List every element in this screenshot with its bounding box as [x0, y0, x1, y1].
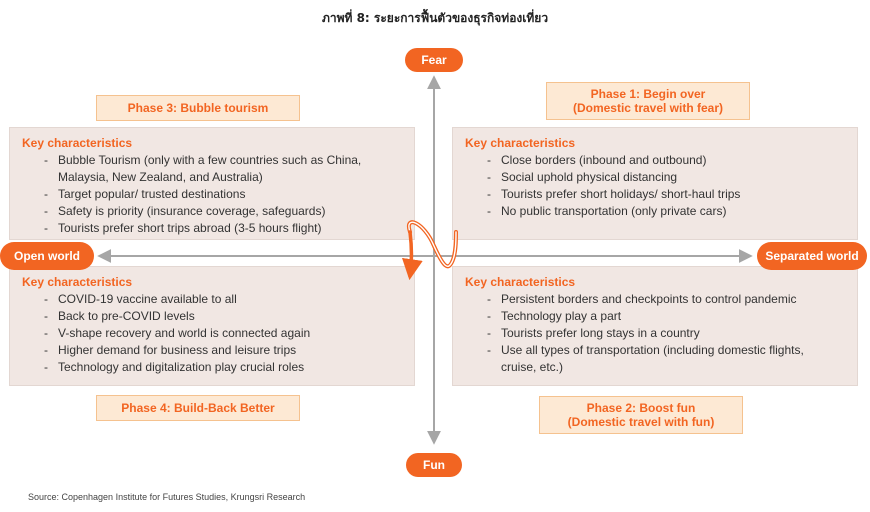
quadrant-heading: Key characteristics: [465, 136, 576, 150]
list-item: Technology play a part: [487, 308, 845, 325]
list-item: COVID-19 vaccine available to all: [44, 291, 402, 308]
list-item: Safety is priority (insurance coverage, …: [44, 203, 402, 220]
characteristics-list: Close borders (inbound and outbound) Soc…: [465, 152, 845, 220]
quadrant-heading: Key characteristics: [22, 136, 133, 150]
list-item: Malaysia, New Zealand, and Australia): [58, 170, 263, 184]
fun-label: Fun: [406, 453, 462, 477]
phase-2-subtitle: (Domestic travel with fun): [567, 415, 715, 429]
list-item: Back to pre-COVID levels: [44, 308, 402, 325]
list-item: Bubble Tourism (only with a few countrie…: [44, 152, 402, 169]
quadrant-top-left: Key characteristics Bubble Tourism (only…: [9, 127, 415, 240]
quadrant-heading: Key characteristics: [465, 275, 576, 289]
list-item: Higher demand for business and leisure t…: [44, 342, 402, 359]
phase-1-subtitle: (Domestic travel with fear): [572, 101, 724, 115]
phase-2-label: Phase 2: Boost fun (Domestic travel with…: [539, 396, 743, 434]
characteristics-list: COVID-19 vaccine available to all Back t…: [22, 291, 402, 376]
list-item: Technology and digitalization play cruci…: [44, 359, 402, 376]
quadrant-bottom-left: Key characteristics COVID-19 vaccine ava…: [9, 266, 415, 386]
separated-world-label: Separated world: [757, 242, 867, 270]
phase-2-title: Phase 2: Boost fun: [586, 401, 696, 415]
phase-3-label: Phase 3: Bubble tourism: [96, 95, 300, 121]
list-item: V-shape recovery and world is connected …: [44, 325, 402, 342]
phase-4-label: Phase 4: Build-Back Better: [96, 395, 300, 421]
phase-3-title: Phase 3: Bubble tourism: [127, 101, 269, 115]
list-item: Target popular/ trusted destinations: [44, 186, 402, 203]
list-item: No public transportation (only private c…: [487, 203, 845, 220]
quadrant-heading: Key characteristics: [22, 275, 133, 289]
page-title: ภาพที่ 8: ระยะการฟื้นตัวของธุรกิจท่องเที…: [321, 11, 549, 25]
list-item: Persistent borders and checkpoints to co…: [487, 291, 845, 308]
list-item: Social uphold physical distancing: [487, 169, 845, 186]
phase-1-label: Phase 1: Begin over (Domestic travel wit…: [546, 82, 750, 120]
list-item: Tourists prefer long stays in a country: [487, 325, 845, 342]
characteristics-list: Persistent borders and checkpoints to co…: [465, 291, 845, 376]
list-item: Use all types of transportation (includi…: [487, 342, 845, 359]
characteristics-list: Bubble Tourism (only with a few countrie…: [22, 152, 402, 237]
list-item: cruise, etc.): [501, 360, 564, 374]
quadrant-bottom-right: Key characteristics Persistent borders a…: [452, 266, 858, 386]
phase-1-title: Phase 1: Begin over: [590, 87, 706, 101]
quadrant-top-right: Key characteristics Close borders (inbou…: [452, 127, 858, 240]
open-world-label: Open world: [0, 242, 94, 270]
list-item: Close borders (inbound and outbound): [487, 152, 845, 169]
phase-4-title: Phase 4: Build-Back Better: [121, 401, 275, 415]
list-item: Tourists prefer short holidays/ short-ha…: [487, 186, 845, 203]
fear-label: Fear: [405, 48, 463, 72]
source-note: Source: Copenhagen Institute for Futures…: [28, 492, 306, 502]
list-item: Tourists prefer short trips abroad (3-5 …: [44, 220, 402, 237]
